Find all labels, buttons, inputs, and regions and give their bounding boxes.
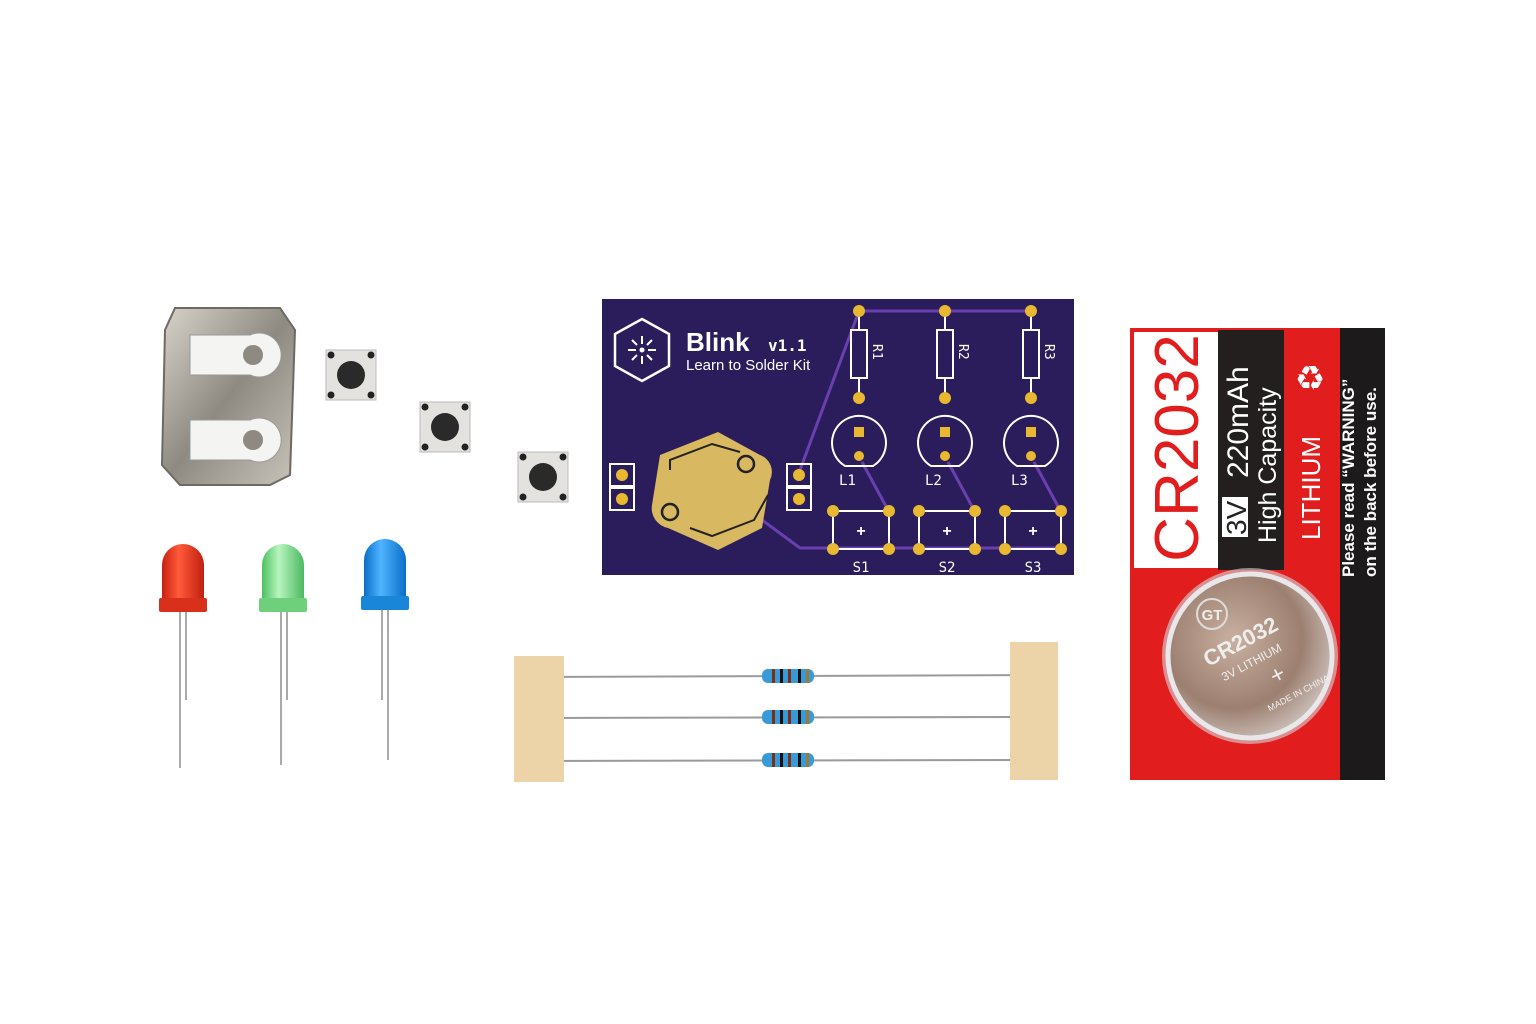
switch-label: S3 <box>1025 560 1042 576</box>
switch-label: S1 <box>853 560 870 576</box>
pcb-title: Blink <box>686 327 750 357</box>
battery-capacity: 220mAh <box>1222 366 1255 478</box>
tactile-button <box>325 349 377 401</box>
coin-logo: GT <box>1202 607 1223 624</box>
battery-voltage: 3V <box>1221 500 1252 535</box>
switch-footprint <box>1004 510 1062 550</box>
tactile-button <box>419 401 471 453</box>
switch-mark: + <box>856 523 865 540</box>
led-green <box>259 544 307 765</box>
recycle-icon: ♻ <box>1295 359 1325 399</box>
header-pads <box>609 463 812 511</box>
solder-pad <box>853 305 865 317</box>
led-label: L1 <box>839 473 856 489</box>
battery-pad <box>651 432 772 550</box>
resistor-label: R1 <box>869 344 884 360</box>
coin-cell-holder <box>160 307 297 486</box>
coin-cell: GT CR2032 3V LITHIUM + MADE IN CHINA <box>1162 568 1338 744</box>
resistor-strip <box>514 642 1058 782</box>
battery-package: CR2032 3V 220mAh High Capacity LITHIUM ♻… <box>1130 328 1385 780</box>
tactile-button <box>517 451 569 503</box>
solder-pad <box>1025 305 1037 317</box>
solder-pad <box>853 392 865 404</box>
resistor-footprint <box>850 329 868 379</box>
battery-warning-line2: on the back before use. <box>1361 387 1380 577</box>
resistor <box>762 710 814 724</box>
resistor <box>762 753 814 767</box>
switch-mark: + <box>942 523 951 540</box>
led-label: L2 <box>925 473 942 489</box>
pcb-version: v1.1 <box>768 336 807 355</box>
resistor-label: R2 <box>955 344 970 360</box>
led-blue <box>361 539 409 760</box>
led-red <box>159 544 207 768</box>
switch-mark: + <box>1028 523 1037 540</box>
led-label: L3 <box>1011 473 1028 489</box>
solder-pad <box>939 305 951 317</box>
battery-model: CR2032 <box>1143 334 1212 561</box>
resistor-footprint <box>1022 329 1040 379</box>
resistor-label: R3 <box>1041 344 1056 360</box>
hexagon-logo-icon <box>613 317 671 383</box>
switch-footprint <box>832 510 890 550</box>
led-footprint <box>831 414 887 467</box>
battery-tagline: High Capacity <box>1254 387 1282 543</box>
led-footprint <box>1003 414 1059 467</box>
solder-pad <box>1025 392 1037 404</box>
solder-pad <box>939 392 951 404</box>
led-footprint <box>917 414 973 467</box>
battery-warning-line1: Please read “WARNING” <box>1339 379 1358 577</box>
switch-footprint <box>918 510 976 550</box>
pcb-subtitle: Learn to Solder Kit <box>686 357 811 374</box>
battery-chemistry: LITHIUM <box>1296 436 1326 540</box>
resistor <box>762 669 814 683</box>
resistor-footprint <box>936 329 954 379</box>
switch-label: S2 <box>939 560 956 576</box>
